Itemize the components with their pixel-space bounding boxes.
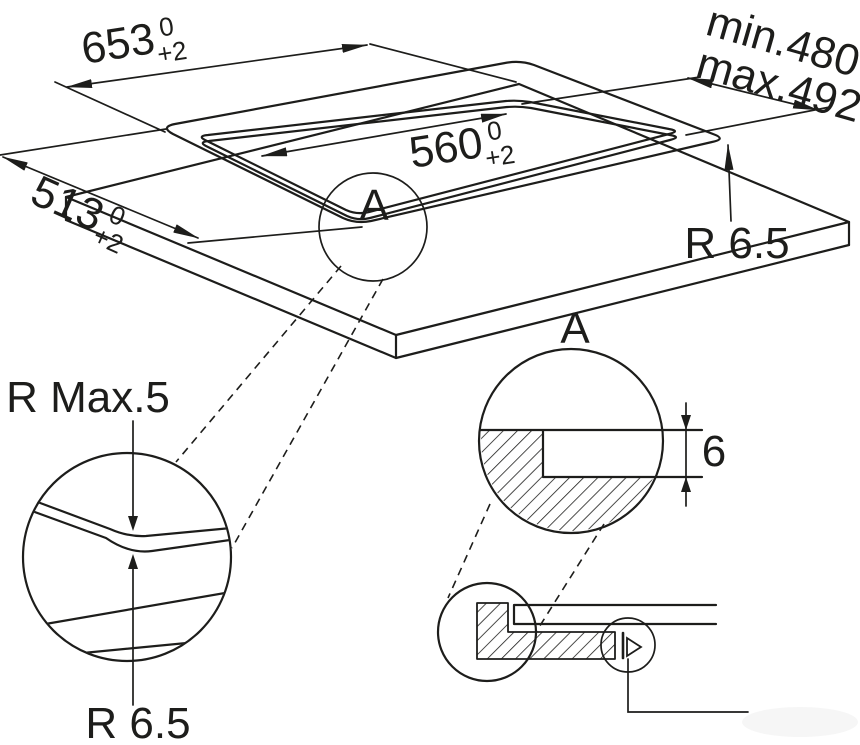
arrow-up-icon [681, 477, 691, 492]
worktop-edge-lines [26, 588, 230, 658]
dim-depth-ext-right [685, 106, 831, 136]
dim-560-label: 560 0 +2 [404, 98, 520, 185]
cutout-edge-top [200, 99, 677, 215]
cutout-outline [200, 99, 678, 221]
radius-top-label: R Max.5 [6, 373, 170, 422]
detail-connector-line [535, 523, 605, 633]
dim-513-ext-top [0, 128, 167, 156]
corner-profile [24, 492, 230, 658]
dim-513-line [2, 156, 199, 239]
arrow-up-icon [128, 554, 138, 569]
corner-radius-detail: R Max.5 R 6.5 [6, 373, 233, 745]
glass-outline [165, 60, 721, 224]
detail-connector-line [447, 503, 491, 599]
dim-513-label: 513 0 +2 [21, 153, 147, 261]
worktop-side-lines [512, 603, 718, 626]
radius-label: R 6.5 [684, 219, 789, 268]
rebate-zoom-circle [436, 581, 538, 683]
watermark [742, 707, 858, 737]
radius-leader [724, 144, 734, 222]
dim-corner-radius: R 6.5 [684, 144, 790, 268]
edge-profile-bottom [24, 501, 230, 553]
dim-depth-ext-left [521, 76, 701, 105]
dim-653-ext-right [369, 43, 517, 83]
dim-cutout-depth: min.480 max.492 [521, 0, 860, 136]
dim-560-line [261, 113, 507, 157]
worktop-section-outline [478, 428, 704, 479]
detail-marker-letter: A [359, 181, 389, 230]
dim-513-ext-bottom [187, 226, 363, 244]
dim-653: 653 0 +2 [54, 0, 517, 133]
radius-bottom-label: R 6.5 [85, 699, 190, 745]
main-view: 653 0 +2 513 0 +2 560 0 +2 [0, 0, 860, 549]
dim-653-label: 653 0 +2 [76, 0, 192, 81]
hob-edge-section [476, 602, 616, 660]
detail-circle [477, 347, 665, 535]
edge-profile-top [24, 492, 230, 538]
arrow-down-icon [681, 415, 691, 430]
rebate-depth-label: 6 [702, 427, 726, 476]
fastening-clamp-icon [621, 631, 643, 660]
installed-section-view [436, 581, 749, 713]
dim-653-ext-left [54, 81, 166, 133]
detail-connector-line [175, 265, 342, 463]
arrow-down-icon [128, 516, 138, 531]
detail-marker-a: A [318, 172, 428, 282]
section-detail-title: A [560, 304, 590, 353]
dim-560: 560 0 +2 [261, 98, 520, 185]
detail-marker-circle [318, 172, 428, 282]
detail-circle [21, 451, 233, 663]
clamp-callout-line [627, 658, 749, 713]
dim-depth-line [687, 77, 819, 111]
dim-653-line [66, 44, 368, 88]
detail-connector-line [231, 278, 384, 549]
